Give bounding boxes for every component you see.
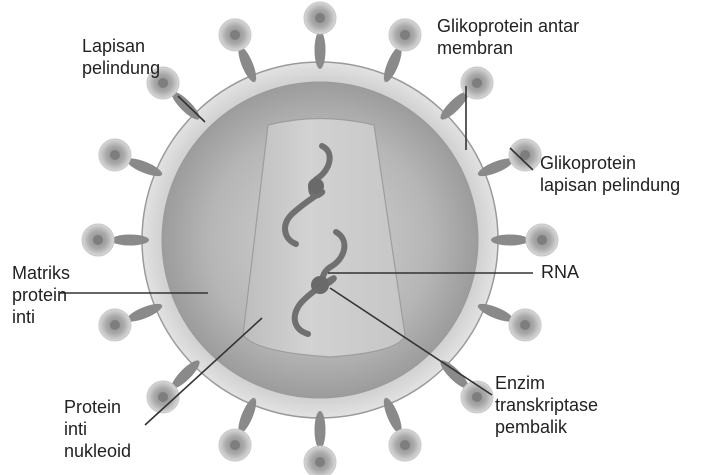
- label-line: membran: [437, 37, 579, 59]
- glycoprotein-knob-center: [400, 30, 410, 40]
- glycoprotein-knob-center: [472, 392, 482, 402]
- label-lapisan-pelindung: Lapisan pelindung: [82, 35, 160, 79]
- label-line: Enzim: [495, 372, 598, 394]
- label-protein-inti-nukleoid: Protein inti nukleoid: [64, 396, 131, 462]
- label-rna: RNA: [541, 261, 579, 283]
- label-glikoprotein-lapisan-pelindung: Glikoprotein lapisan pelindung: [540, 152, 680, 196]
- spike-stalk: [315, 31, 326, 69]
- label-line: transkriptase: [495, 394, 598, 416]
- label-line: inti: [64, 418, 131, 440]
- glycoprotein-knob-center: [520, 320, 530, 330]
- label-line: inti: [12, 306, 70, 328]
- glycoprotein-knob-center: [537, 235, 547, 245]
- label-line: Lapisan: [82, 35, 160, 57]
- label-line: Protein: [64, 396, 131, 418]
- spike-stalk: [111, 235, 149, 246]
- glycoprotein-knob-center: [472, 78, 482, 88]
- glycoprotein-knob-center: [158, 78, 168, 88]
- label-line: lapisan pelindung: [540, 174, 680, 196]
- glycoprotein-knob-center: [230, 30, 240, 40]
- label-line: Glikoprotein antar: [437, 15, 579, 37]
- enzyme-dot-top: [308, 178, 324, 194]
- glycoprotein-knob-center: [400, 440, 410, 450]
- label-line: Glikoprotein: [540, 152, 680, 174]
- glycoprotein-knob-center: [158, 392, 168, 402]
- spike-stalk: [315, 411, 326, 449]
- label-glikoprotein-antar-membran: Glikoprotein antar membran: [437, 15, 579, 59]
- glycoprotein-knob-center: [315, 13, 325, 23]
- glycoprotein-knob-center: [110, 150, 120, 160]
- glycoprotein-knob-center: [110, 320, 120, 330]
- label-line: nukleoid: [64, 440, 131, 462]
- glycoprotein-knob-center: [93, 235, 103, 245]
- enzyme-dot-bottom: [311, 276, 329, 294]
- label-matriks-protein-inti: Matriks protein inti: [12, 262, 70, 328]
- label-line: Matriks: [12, 262, 70, 284]
- label-line: protein: [12, 284, 70, 306]
- spike-stalk: [491, 235, 529, 246]
- glycoprotein-knob-center: [315, 457, 325, 467]
- label-enzim-transkriptase-pembalik: Enzim transkriptase pembalik: [495, 372, 598, 438]
- label-line: RNA: [541, 261, 579, 283]
- label-line: pembalik: [495, 416, 598, 438]
- label-line: pelindung: [82, 57, 160, 79]
- glycoprotein-knob-center: [230, 440, 240, 450]
